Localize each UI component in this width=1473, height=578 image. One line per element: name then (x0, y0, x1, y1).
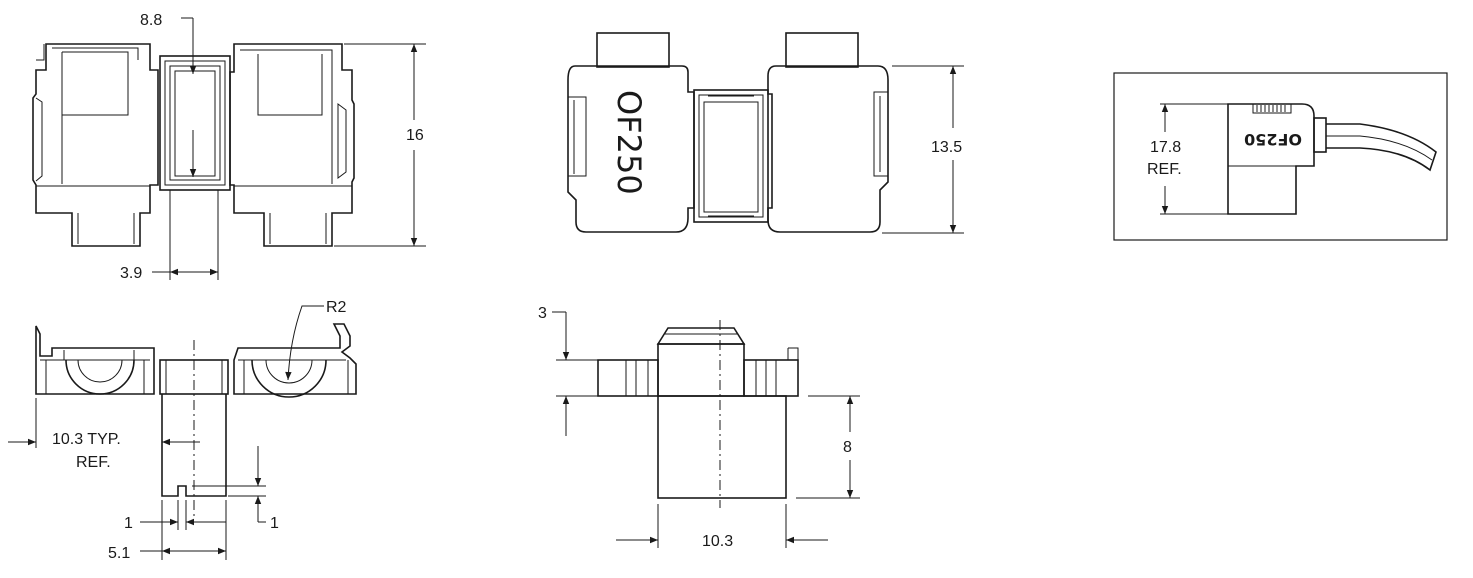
dim-16-label: 16 (406, 127, 424, 144)
top-middle-view: OF250 13.5 (567, 32, 964, 234)
inset-view: OF250 17.8 REF. (1113, 72, 1448, 241)
left-housing (567, 65, 695, 233)
dim-10.3-label: 10.3 (702, 533, 733, 550)
inset-connector (1227, 103, 1315, 215)
dim-8.8-label: 8.8 (140, 12, 162, 29)
inset-dim-label-1: 17.8 (1150, 139, 1181, 156)
dim-gap-1-label: 1 (124, 515, 133, 532)
dim-10.3-typ-label-2: REF. (76, 454, 111, 471)
left-housing-marking: OF250 (610, 90, 648, 195)
inset-dim-label-2: REF. (1147, 161, 1182, 178)
dim-r2-label: R2 (326, 299, 347, 316)
dim-10.3-typ-label-1: 10.3 TYP. (52, 431, 121, 448)
middle-frame (693, 89, 769, 223)
inset-marking: OF250 (1244, 130, 1302, 149)
bottom-middle-view: 3 8 10.3 (538, 305, 860, 550)
dim-5.1-label: 5.1 (108, 545, 130, 562)
top-left-view: 8.8 16 3.9 (32, 12, 426, 282)
centre-post (161, 394, 227, 497)
dim-3.9-label: 3.9 (120, 265, 142, 282)
inset-cable (1326, 123, 1437, 172)
left-block-outline (32, 43, 159, 247)
dim-step-1-label: 1 (270, 515, 279, 532)
inset-frame (1113, 72, 1448, 241)
right-block-outline (229, 43, 355, 247)
dim-3-label: 3 (538, 305, 547, 322)
body (657, 395, 787, 499)
right-arm (233, 323, 357, 395)
dim-13.5-label: 13.5 (931, 139, 962, 156)
left-arm (35, 325, 155, 395)
dim-8-label: 8 (843, 439, 852, 456)
bottom-left-view: R2 10.3 TYP. REF. 1 1 5.1 (8, 299, 357, 562)
right-housing (767, 65, 889, 233)
top-cap (656, 327, 746, 345)
